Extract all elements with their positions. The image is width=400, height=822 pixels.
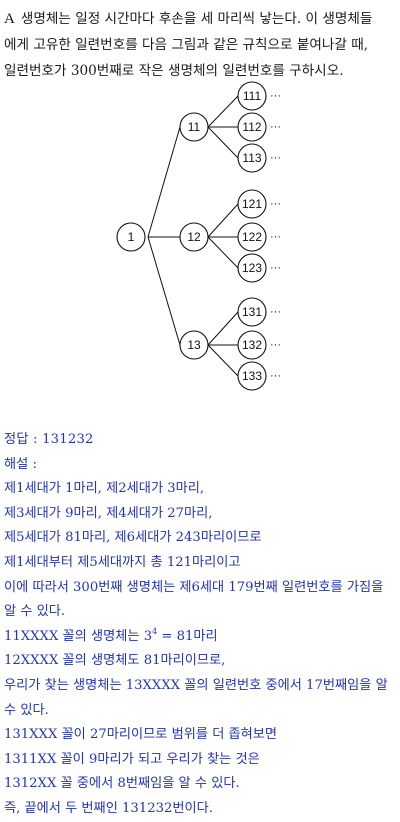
node-111 (237, 81, 267, 111)
explanation-label: 해설 : (4, 456, 37, 472)
label-123: 123 (242, 261, 262, 275)
answer-line: 정답 : 131232 (4, 432, 94, 447)
ellipsis-111: ··· (270, 90, 281, 102)
power-suffix: = 81마리 (157, 628, 218, 644)
node-root (116, 222, 146, 252)
label-12: 12 (187, 230, 201, 244)
solution-line-7: 12XXXX 꼴의 생명체도 81마리이므로, (4, 653, 226, 669)
ellipsis-113: ··· (270, 152, 281, 164)
power-exponent: 4 (152, 626, 158, 636)
node-113 (237, 143, 267, 173)
edge-12-121 (207, 203, 239, 238)
solution-line-6: 알 수 있다. (4, 604, 66, 620)
solution-block: 정답 : 131232 해설 : 제1세대가 1마리, 제2세대가 3마리, 제… (4, 428, 400, 822)
problem-text-1: 생명체는 일정 시간마다 후손을 세 마리씩 낳는다. 이 생명체들 (20, 11, 373, 27)
ellipsis-121: ··· (270, 198, 281, 210)
node-123 (237, 253, 267, 283)
solution-line-13: 즉, 끝에서 두 번째인 131232번이다. (4, 800, 213, 816)
node-11 (179, 112, 209, 142)
edge-13-131 (207, 311, 239, 346)
edge-11-111 (207, 95, 239, 128)
problem-statement: A 생명체는 일정 시간마다 후손을 세 마리씩 낳는다. 이 생명체들 에게 고… (4, 6, 396, 84)
problem-line-2: 에게 고유한 일련번호를 다음 그림과 같은 규칙으로 붙여나갈 때, (4, 37, 369, 53)
label-11: 11 (188, 120, 201, 134)
tree-nodes (116, 81, 267, 391)
label-13: 13 (187, 338, 201, 352)
solution-line-2: 제3세대가 9마리, 제4세대가 27마리, (4, 505, 213, 521)
node-121 (237, 189, 267, 219)
label-112: 112 (242, 120, 261, 134)
label-121: 121 (242, 197, 262, 211)
edge-12-123 (207, 236, 239, 269)
solution-line-1: 제1세대가 1마리, 제2세대가 3마리, (4, 481, 205, 497)
node-12 (179, 222, 209, 252)
node-122 (237, 222, 267, 252)
solution-line-4: 제1세대부터 제5세대까지 총 121마리이고 (4, 554, 241, 570)
ellipsis-112: ··· (270, 121, 281, 133)
power-prefix: 11XXXX 꼴의 생명체는 3 (4, 628, 153, 644)
tree-labels: 1 11 12 13 111 112 113 121 122 123 131 1… (128, 89, 263, 383)
solution-line-5: 이에 따라서 300번째 생명체는 제6세대 179번째 일련번호를 가짐을 (4, 579, 384, 595)
tree-ellipses: ··· ··· ··· ··· ··· ··· ··· ··· ··· (270, 90, 281, 382)
solution-line-9: 수 있다. (4, 702, 49, 718)
ellipsis-123: ··· (270, 262, 281, 274)
label-133: 133 (242, 369, 262, 383)
node-132 (237, 330, 267, 360)
problem-line-3: 일련번호가 300번째로 작은 생명체의 일련번호를 구하시오. (4, 63, 344, 79)
solution-power-line: 11XXXX 꼴의 생명체는 34 = 81마리 (4, 625, 400, 650)
node-133 (237, 361, 267, 391)
solution-line-10: 131XXX 꼴이 27마리이므로 범위를 더 좁혀보면 (4, 727, 278, 743)
node-112 (237, 112, 267, 142)
ellipsis-133: ··· (270, 370, 281, 382)
label-111: 111 (243, 89, 262, 103)
edge-11-113 (207, 126, 239, 159)
ellipsis-132: ··· (270, 339, 281, 351)
label-131: 131 (242, 305, 262, 319)
ellipsis-131: ··· (270, 306, 281, 318)
solution-line-3: 제5세대가 81마리, 제6세대가 243마리이므로 (4, 530, 262, 546)
tree-edges (147, 95, 239, 377)
problem-line-1: A 생명체는 일정 시간마다 후손을 세 마리씩 낳는다. 이 생명체들 (4, 6, 396, 32)
node-131 (237, 297, 267, 327)
label-root: 1 (128, 230, 135, 244)
node-13 (179, 330, 209, 360)
edge-root-13 (147, 236, 181, 346)
label-113: 113 (242, 151, 261, 165)
edge-root-11 (147, 126, 181, 238)
problem-marker: A (4, 11, 15, 27)
label-122: 122 (242, 230, 262, 244)
serial-number-tree-diagram: 1 11 12 13 111 112 113 121 122 123 131 1… (116, 81, 281, 391)
ellipsis-122: ··· (270, 231, 281, 243)
solution-line-12: 1312XX 꼴 중에서 8번째임을 알 수 있다. (4, 776, 240, 792)
solution-line-11: 1311XX 꼴이 9마리가 되고 우리가 찾는 것은 (4, 751, 260, 767)
label-132: 132 (242, 338, 262, 352)
solution-line-8: 우리가 찾는 생명체는 13XXXX 꼴의 일련번호 중에서 17번째임을 알 (4, 677, 388, 693)
edge-13-133 (207, 344, 239, 377)
